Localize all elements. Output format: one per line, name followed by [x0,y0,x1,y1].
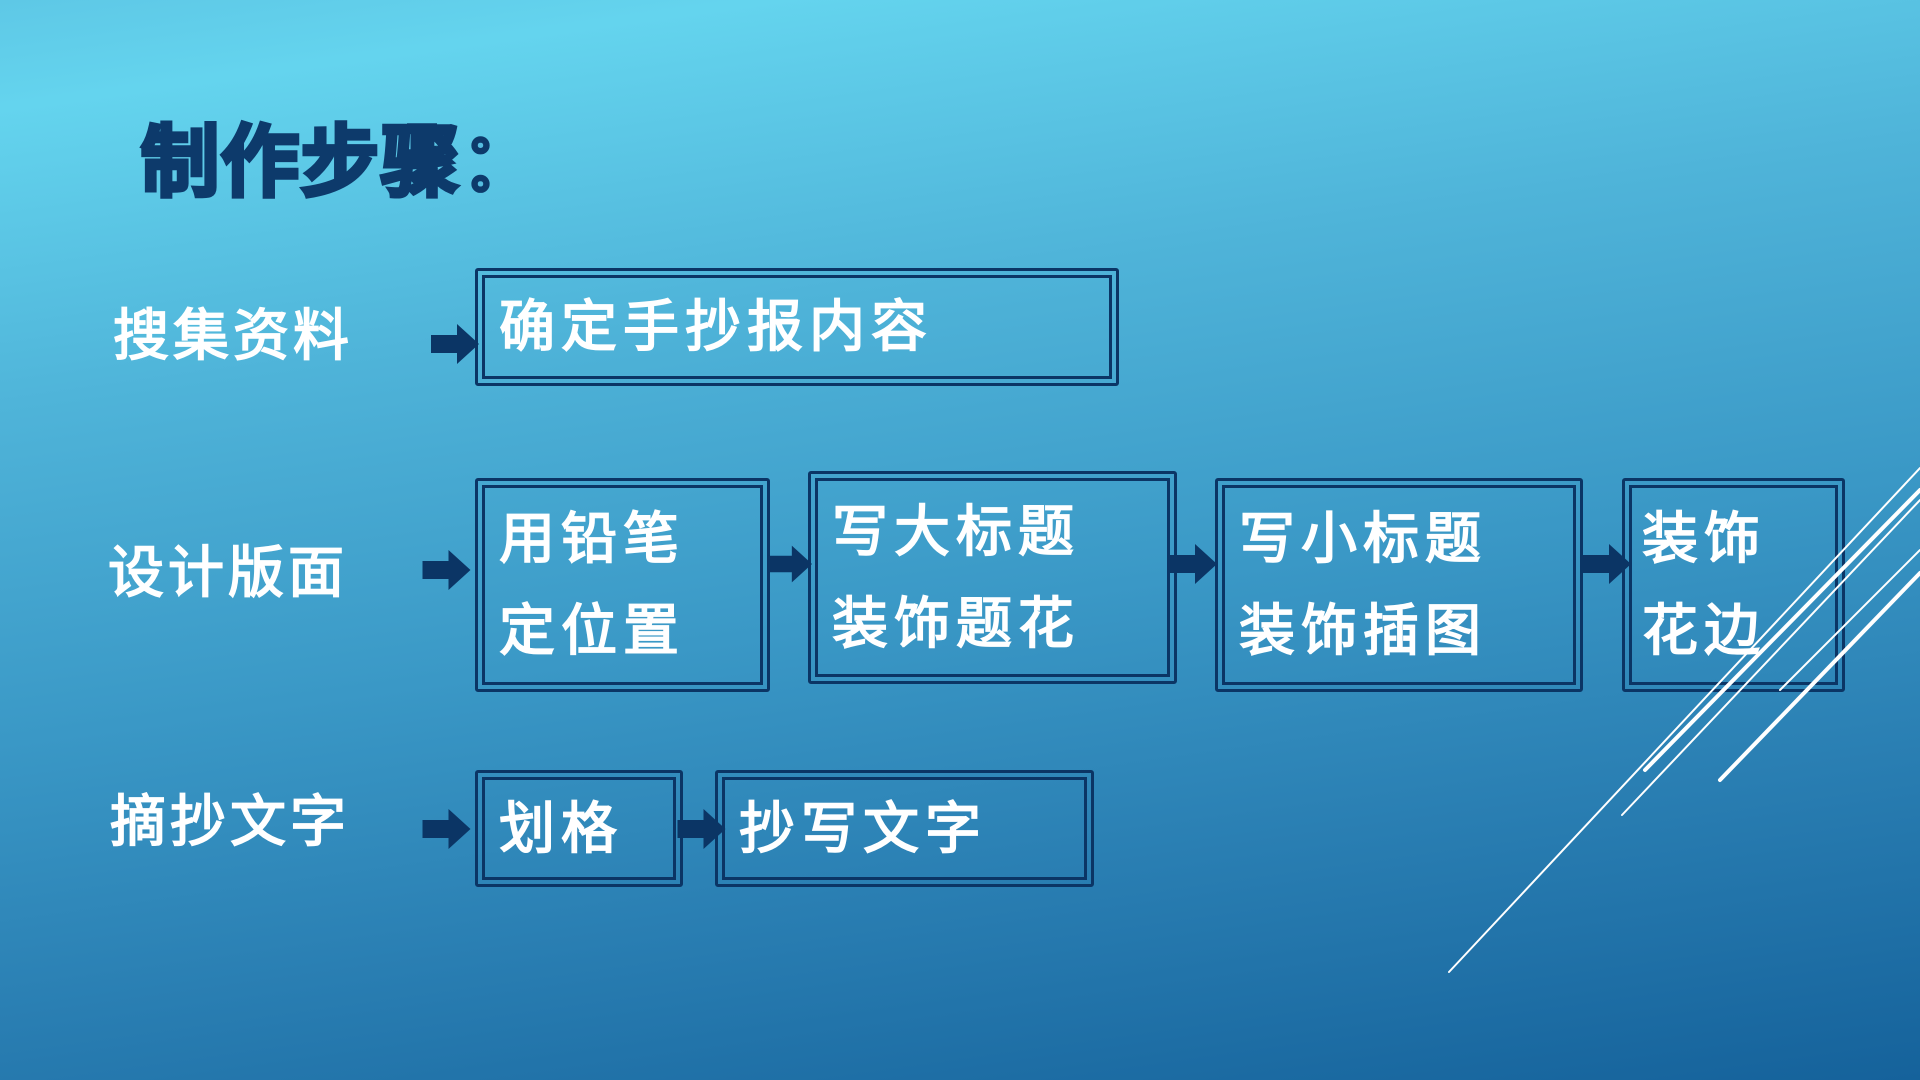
step-text: 写大标题 [832,498,1080,565]
arrow-icon [431,324,479,364]
step-box-main-title: 写大标题 装饰题花 [808,471,1177,684]
row-label-design: 设计版面 [108,540,348,606]
step-box-subtitle: 写小标题 装饰插图 [1215,478,1583,692]
arrow-icon [422,809,471,849]
arrow-icon [677,809,726,849]
step-box-border-decoration: 装饰 花边 [1622,478,1845,692]
row-label-excerpt: 摘抄文字 [110,789,350,855]
step-text: 用铅笔 [499,506,685,572]
step-box-copy-text: 抄写文字 [715,770,1094,887]
step-text: 抄写文字 [739,795,987,862]
step-text: 写小标题 [1239,506,1487,572]
row-label-collect: 搜集资料 [113,303,353,369]
arrow-icon [768,545,812,583]
step-box-pencil-position: 用铅笔 定位置 [475,478,770,692]
arrow-icon [422,550,471,590]
step-text: 装饰插图 [1239,598,1487,664]
step-text: 装饰 [1642,506,1766,572]
step-text: 装饰题花 [832,590,1080,657]
step-box-determine-content: 确定手抄报内容 [475,268,1119,386]
step-text: 确定手抄报内容 [499,294,933,360]
step-text: 定位置 [499,598,685,664]
arrow-icon [1169,544,1217,584]
slide-title: 制作步骤： [139,116,542,210]
step-text: 花边 [1642,598,1766,664]
step-text: 划格 [499,795,623,862]
step-box-draw-grid: 划格 [475,770,683,887]
